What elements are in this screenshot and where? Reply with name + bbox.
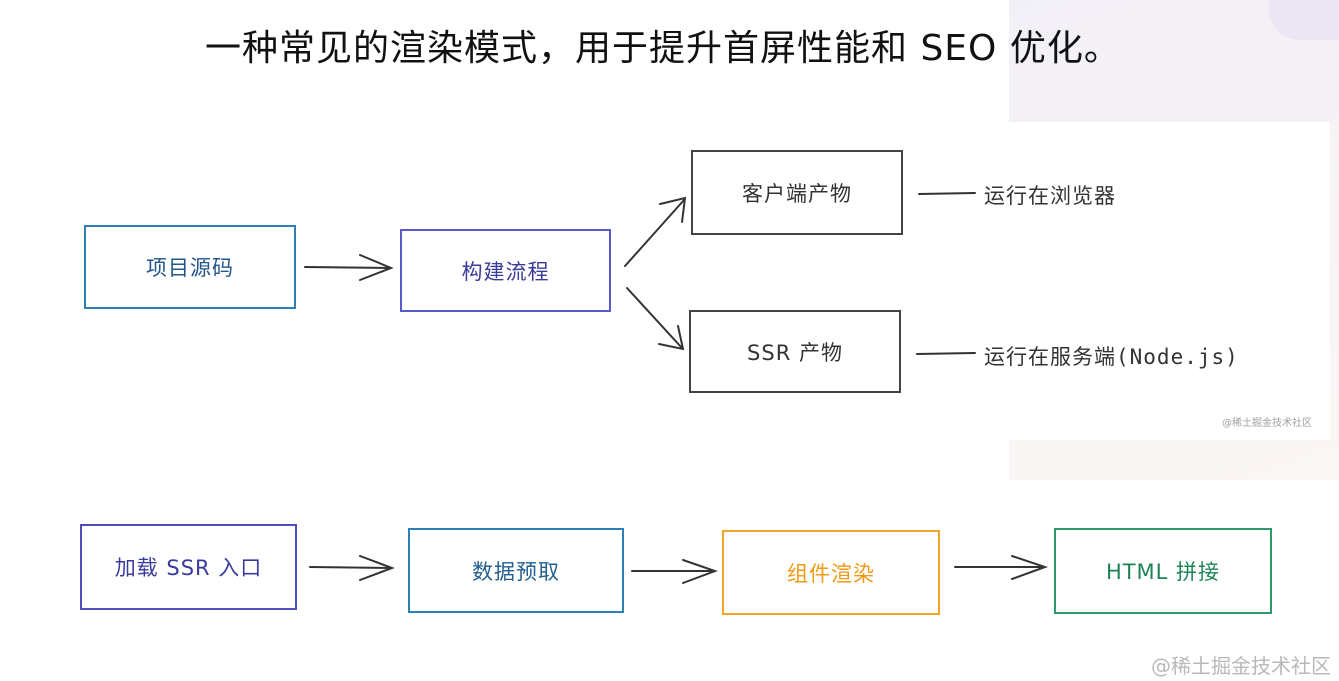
watermark-small: @稀土掘金技术社区 [1222, 418, 1312, 429]
node-data-prefetch: 数据预取 [408, 528, 624, 613]
arrow-build-to-client [624, 196, 687, 267]
node-client-output: 客户端产物 [691, 150, 903, 235]
node-project-source: 项目源码 [84, 225, 296, 309]
node-html-concat: HTML 拼接 [1054, 528, 1272, 614]
arrow-fetch-to-render [631, 559, 718, 584]
node-build-process: 构建流程 [400, 229, 611, 312]
watermark-large: @稀土掘金技术社区 [1151, 654, 1331, 678]
node-component-render: 组件渲染 [722, 530, 940, 615]
arrow-render-to-html [954, 555, 1049, 580]
note-runs-in-browser: 运行在浏览器 [984, 184, 1116, 208]
node-load-ssr-entry: 加载 SSR 入口 [80, 524, 297, 610]
page-title: 一种常见的渲染模式，用于提升首屏性能和 SEO 优化。 [205, 28, 1121, 69]
background-blob [1269, 0, 1339, 40]
arrow-load-to-fetch [309, 555, 395, 581]
node-ssr-output: SSR 产物 [689, 310, 901, 393]
note-runs-on-server: 运行在服务端(Node.js) [984, 345, 1239, 369]
arrow-build-to-ssr [626, 287, 685, 351]
arrow-source-to-build [304, 254, 394, 281]
line-ssr-note [916, 352, 976, 355]
line-client-note [918, 192, 976, 195]
